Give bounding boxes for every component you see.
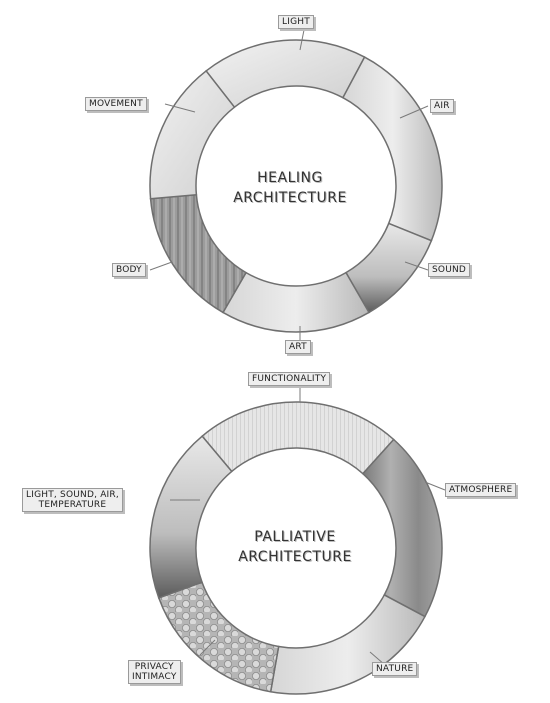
label-functionality: FUNCTIONALITY: [248, 372, 330, 386]
label-privacy: PRIVACY INTIMACY: [128, 660, 181, 684]
segment-art: [223, 273, 369, 332]
leader-body: [150, 262, 172, 270]
label-privacy-line2: INTIMACY: [132, 672, 177, 682]
label-environment: LIGHT, SOUND, AIR, TEMPERATURE: [22, 488, 123, 512]
segment-environment: [150, 436, 232, 598]
healing-title-line2: ARCHITECTURE: [210, 188, 370, 208]
label-light: LIGHT: [278, 15, 314, 29]
segment-air: [343, 57, 442, 241]
label-body: BODY: [112, 263, 146, 277]
label-air: AIR: [430, 99, 454, 113]
segment-nature: [271, 595, 425, 694]
palliative-title-line2: ARCHITECTURE: [215, 547, 375, 567]
palliative-title-line1: PALLIATIVE: [215, 527, 375, 547]
segment-light: [206, 40, 364, 107]
label-sound: SOUND: [428, 263, 470, 277]
label-movement: MOVEMENT: [85, 97, 147, 111]
healing-title-line1: HEALING: [210, 168, 370, 188]
label-environment-line2: TEMPERATURE: [26, 500, 119, 510]
label-nature: NATURE: [372, 662, 417, 676]
label-art: ART: [285, 340, 311, 354]
healing-title: HEALING ARCHITECTURE: [210, 168, 370, 208]
label-privacy-line1: PRIVACY: [132, 662, 177, 672]
segment-body: [151, 195, 246, 313]
segment-functionality: [202, 402, 394, 474]
label-environment-line1: LIGHT, SOUND, AIR,: [26, 490, 119, 500]
label-atmosphere: ATMOSPHERE: [445, 483, 516, 497]
palliative-title: PALLIATIVE ARCHITECTURE: [215, 527, 375, 567]
